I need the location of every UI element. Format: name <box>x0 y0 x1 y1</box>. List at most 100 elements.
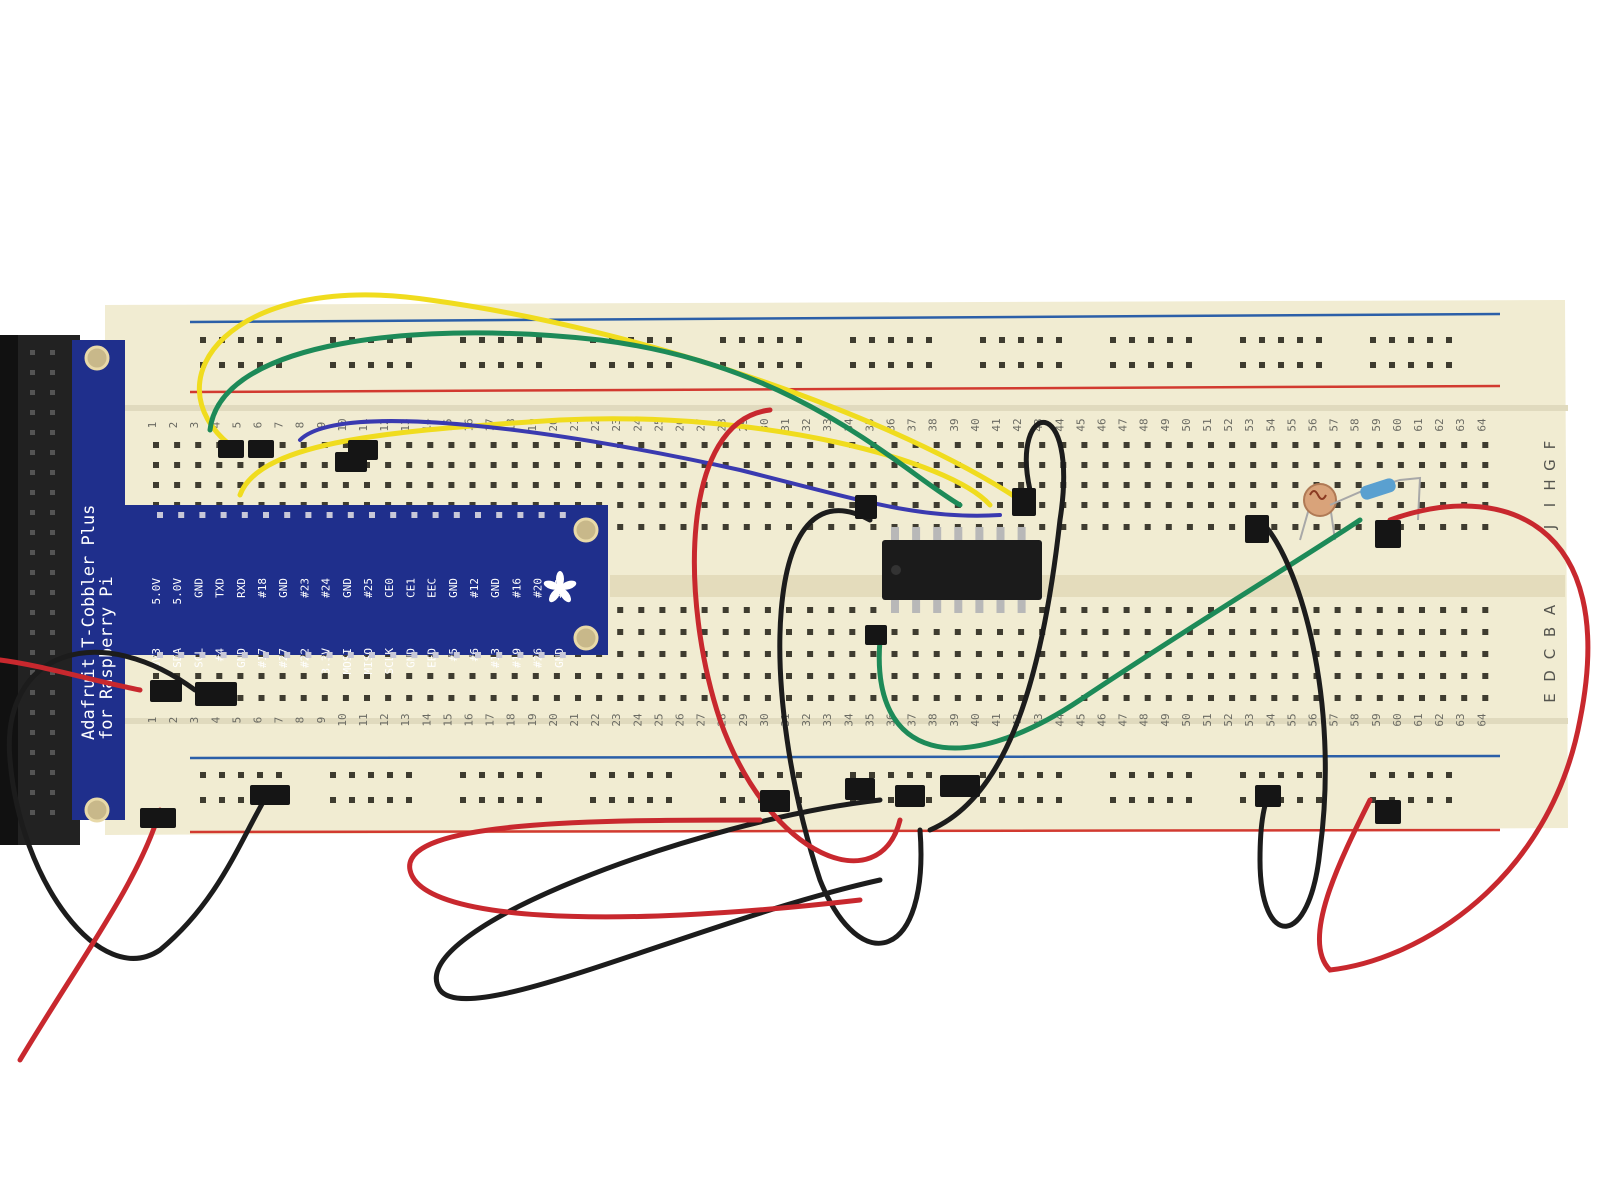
breadboard-hole <box>532 673 539 679</box>
row-number: 56 <box>1307 418 1320 431</box>
rail-hole <box>1037 337 1043 343</box>
breadboard-hole <box>385 462 392 468</box>
breadboard-hole <box>1334 651 1341 657</box>
row-number: 41 <box>990 418 1003 431</box>
cobbler-pad <box>390 652 397 658</box>
cobbler-pad <box>369 512 375 518</box>
rail-hole <box>1240 772 1246 778</box>
ribbon-hole <box>30 430 35 435</box>
breadboard-hole <box>1376 502 1383 508</box>
row-number: 35 <box>863 713 876 726</box>
row-number: 40 <box>969 418 982 431</box>
breadboard-hole <box>659 442 666 448</box>
ribbon-hole <box>30 530 35 535</box>
breadboard-hole <box>891 502 898 508</box>
rail-hole <box>1316 772 1322 778</box>
breadboard-hole <box>1186 524 1193 530</box>
rail-hole <box>1148 362 1154 368</box>
rail-hole <box>1370 362 1376 368</box>
breadboard-hole <box>659 651 666 657</box>
breadboard-hole <box>617 651 624 657</box>
breadboard-hole <box>786 607 792 613</box>
row-number: 33 <box>821 713 834 726</box>
breadboard-hole <box>1123 607 1130 613</box>
breadboard-hole <box>997 502 1003 508</box>
breadboard-hole <box>933 629 940 635</box>
breadboard-hole <box>849 462 856 468</box>
rail-hole <box>1408 337 1414 343</box>
row-number: 17 <box>484 713 497 726</box>
cobbler-pin-label: #24 <box>320 578 333 598</box>
breadboard-hole <box>174 442 181 448</box>
breadboard-hole <box>764 462 771 468</box>
wire-green <box>876 517 1363 751</box>
rail-hole <box>888 362 894 368</box>
rail-hole <box>1037 362 1043 368</box>
breadboard-hole <box>1250 629 1257 635</box>
row-number: 31 <box>779 418 792 431</box>
breadboard-hole <box>722 651 729 657</box>
breadboard-hole <box>1461 651 1468 657</box>
rail-hole <box>1408 362 1414 368</box>
rail-hole <box>1446 797 1452 803</box>
breadboard-hole <box>1081 462 1088 468</box>
cobbler-pad <box>432 512 439 518</box>
breadboard-hole <box>1334 673 1341 679</box>
breadboard-hole <box>469 673 476 679</box>
breadboard-hole <box>1144 502 1151 508</box>
breadboard-hole <box>1292 651 1299 657</box>
breadboard-hole <box>553 482 560 488</box>
rail-hole <box>460 797 466 803</box>
breadboard-hole <box>427 442 434 448</box>
rail-hole <box>609 772 615 778</box>
breadboard-hole <box>786 629 792 635</box>
rail-hole <box>850 772 856 778</box>
breadboard-hole <box>1229 462 1236 468</box>
breadboard-hole <box>954 629 961 635</box>
rail-hole <box>907 772 913 778</box>
breadboard-hole <box>1482 482 1489 488</box>
breadboard-hole <box>1102 673 1109 679</box>
breadboard-hole <box>490 442 497 448</box>
breadboard-hole <box>764 673 771 679</box>
rail-hole <box>1370 772 1376 778</box>
rail-hole <box>980 772 986 778</box>
breadboard-hole <box>743 629 750 635</box>
breadboard-hole <box>1271 442 1278 448</box>
breadboard-hole <box>532 482 539 488</box>
breadboard-hole <box>1292 673 1299 679</box>
cobbler-pad <box>284 512 291 518</box>
breadboard-hole <box>237 695 244 701</box>
breadboard-hole <box>321 462 328 468</box>
row-number: 48 <box>1138 418 1151 431</box>
ribbon-hole <box>50 590 55 595</box>
breadboard-hole <box>849 673 856 679</box>
cobbler-pad <box>559 512 566 518</box>
breadboard-hole <box>743 695 750 701</box>
cobbler-pin-label: CE0 <box>383 578 396 598</box>
breadboard-hole <box>1313 607 1320 613</box>
row-number: 1 <box>146 422 159 429</box>
breadboard-hole <box>743 482 750 488</box>
rail-hole <box>517 362 523 368</box>
breadboard-hole <box>1208 482 1214 488</box>
breadboard-hole <box>1482 607 1489 613</box>
ic-pin <box>954 599 963 613</box>
breadboard-hole <box>828 524 835 530</box>
ribbon-hole <box>30 490 35 495</box>
ribbon-hole <box>50 370 55 375</box>
breadboard-hole <box>1018 651 1025 657</box>
rail-hole <box>1018 337 1024 343</box>
rail-hole <box>517 337 523 343</box>
rail-hole <box>406 797 412 803</box>
cobbler-pad <box>538 512 545 518</box>
breadboard-hole <box>174 462 181 468</box>
ribbon-hole <box>50 410 55 415</box>
breadboard-hole <box>385 442 392 448</box>
row-number: 19 <box>526 713 539 726</box>
breadboard-hole <box>1144 482 1151 488</box>
breadboard-hole <box>701 629 708 635</box>
breadboard-hole <box>469 695 476 701</box>
breadboard-hole <box>743 462 750 468</box>
breadboard-hole <box>1482 695 1489 701</box>
